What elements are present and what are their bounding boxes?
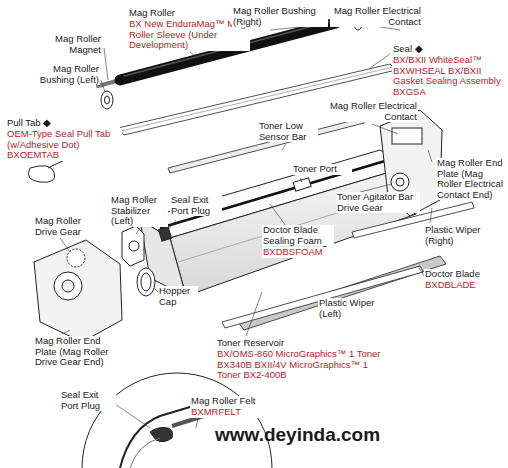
part-name: Doctor Blade [424, 269, 506, 280]
part-name: Seal Exit Port Plug [170, 195, 222, 216]
bushing [101, 18, 362, 109]
leader-line [246, 292, 262, 336]
leader-line [112, 402, 150, 428]
end-plate-right [392, 128, 422, 144]
part-number: BXDBSFOAM [262, 247, 334, 258]
pull-tab [28, 166, 54, 183]
detail-inset [150, 428, 173, 442]
leader-line [101, 80, 105, 92]
leader-line [282, 144, 286, 150]
end-plate-right [396, 178, 404, 186]
part-name: Toner Reservoir [216, 338, 386, 349]
leader-line [300, 178, 302, 182]
leader-line [62, 330, 70, 334]
part-name: Mag Roller [128, 8, 248, 19]
part-name: Plastic Wiper (Right) [424, 225, 506, 246]
hopper-cap [137, 268, 155, 296]
part-name: Mag Roller Drive Gear [34, 216, 98, 237]
part-name: Mag Roller Magnet [38, 34, 102, 55]
part-name: Hopper Cap [158, 286, 198, 307]
part-name: Mag Roller End Plate (Mag Roller Drive G… [34, 336, 112, 368]
bushing [105, 96, 110, 104]
end-plate-left [62, 280, 74, 292]
part-name: Toner Port [292, 164, 352, 175]
leader-line [270, 204, 286, 226]
leader-line [196, 418, 198, 428]
stabilizer [122, 226, 144, 266]
leader-line [60, 22, 432, 428]
part-number: BX/OMS-860 MicroGraphics™ 1 Toner BX340B… [216, 349, 386, 381]
part-number: BXMRFELT [190, 407, 280, 418]
bushing [101, 91, 113, 109]
end-plate-left [54, 272, 82, 300]
leader-line [430, 208, 432, 223]
stabilizer [129, 241, 139, 251]
leader-line [60, 238, 70, 252]
leader-line [190, 52, 200, 60]
hopper-cap [141, 273, 151, 291]
mag-roller [98, 19, 352, 86]
end-plate-right [391, 173, 409, 191]
end-plate-left [34, 240, 122, 342]
toner-reservoir [293, 178, 311, 191]
port-plug [158, 227, 171, 241]
plastic-wiper [222, 202, 474, 328]
part-name: Doctor Blade Sealing Foam [262, 225, 334, 246]
part-name: Mag Roller Bushing (Right) [232, 6, 328, 27]
leader-line [104, 48, 108, 80]
part-number: BX/BXII WhiteSeal™ BXWHSEAL BX/BXII Gask… [392, 55, 506, 97]
part-name: Mag Roller Stabilizer (Left) [110, 195, 168, 227]
end-plate-left [34, 240, 122, 342]
part-number: OEM-Type Seal Pull Tab (w/Adhesive Dot) … [6, 129, 122, 161]
stabilizer [122, 226, 144, 266]
leader-line [360, 184, 392, 192]
detail-inset [82, 373, 272, 468]
leader-line [372, 124, 398, 134]
detail-inset [130, 438, 160, 468]
watermark: www.deyinda.com [214, 424, 414, 446]
part-name: Mag Roller Bushing (Left) [38, 64, 100, 85]
part-name: Mag Roller Electrical Contact [322, 101, 418, 122]
part-name: Toner Agitator Bar Drive Gear [336, 192, 420, 213]
part-name: Toner Low Sensor Bar [258, 121, 318, 142]
detail-inset [82, 373, 272, 468]
part-name: Pull Tab ◆ [6, 118, 120, 129]
part-name: Mag Roller Electrical Contact [330, 6, 422, 27]
toner-reservoir [140, 220, 186, 296]
leader-line [168, 220, 176, 230]
toner-reservoir [140, 150, 416, 296]
part-name: Mag Roller End Plate (Mag Roller Electri… [436, 158, 506, 200]
leader-line [136, 228, 140, 234]
hopper-cap [137, 268, 155, 296]
part-name: Mag Roller Felt [190, 396, 280, 407]
leader-line [370, 54, 390, 68]
port-plug [158, 227, 171, 241]
part-name: Seal ◆ [392, 44, 504, 55]
part-name: Seal Exit Port Plug [60, 390, 116, 411]
leader-line [428, 150, 432, 162]
part-number: BXDBLADE [424, 280, 506, 291]
part-name: Plastic Wiper (Left) [318, 298, 390, 319]
